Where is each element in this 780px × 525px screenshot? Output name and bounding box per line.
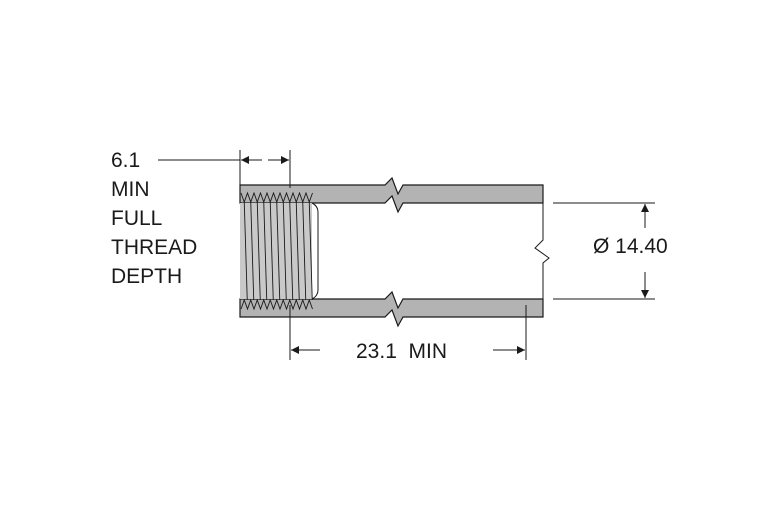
thread-line <box>250 201 255 301</box>
thread-line <box>282 201 287 301</box>
thread-line <box>276 201 281 301</box>
diameter-dimension <box>553 202 655 300</box>
thread-depth-value-label: 6.1 <box>111 149 140 172</box>
thread-line <box>256 201 261 301</box>
thread-crest-bottom <box>240 298 313 311</box>
thread-line <box>295 201 300 301</box>
pipe-bottom-wall <box>239 290 544 328</box>
thread-line <box>302 201 307 301</box>
thread-depth-label-depth: DEPTH <box>111 265 182 288</box>
thread-line <box>243 201 248 301</box>
thread-line <box>308 201 313 301</box>
thread-line <box>263 201 268 301</box>
length-dimension <box>289 305 527 360</box>
thread-depth-label-full: FULL <box>111 207 162 230</box>
thread-region <box>240 191 319 311</box>
thread-depth-label-thread: THREAD <box>111 236 197 259</box>
diameter-label: Ø 14.40 <box>593 235 668 258</box>
length-label: 23.1 MIN <box>356 340 447 363</box>
pipe-end-break-line <box>534 203 550 299</box>
thread-depth-dimension <box>158 150 291 188</box>
thread-line <box>269 201 274 301</box>
thread-line <box>289 201 294 301</box>
thread-depth-label-min: MIN <box>111 178 150 201</box>
